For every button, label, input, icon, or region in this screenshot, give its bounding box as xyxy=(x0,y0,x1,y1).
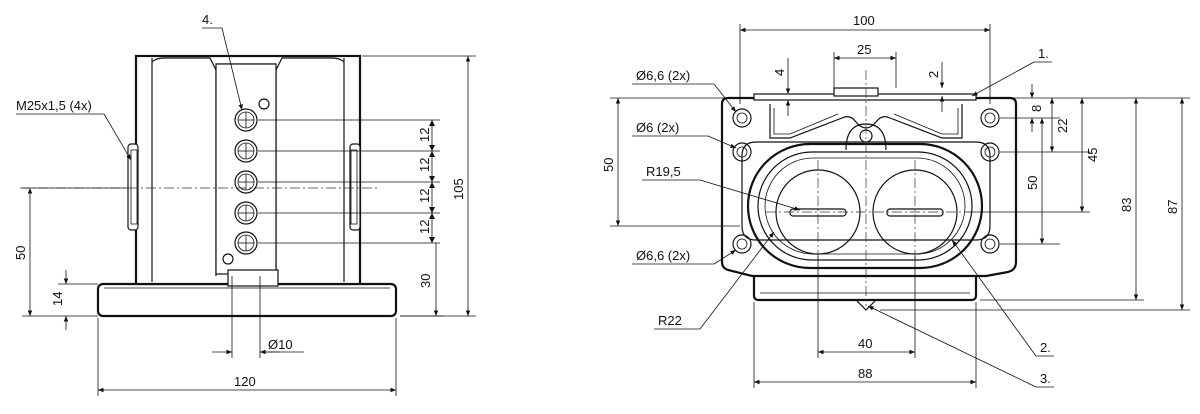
terminal-hole xyxy=(234,201,258,225)
obround-outer xyxy=(746,142,984,270)
mount-hole xyxy=(980,108,1000,128)
base-thickness-dim: 14 xyxy=(50,292,65,306)
overall-width-dim: 120 xyxy=(234,374,256,389)
hole-diameter-dim: Ø10 xyxy=(268,337,293,352)
pitch-dim-3: 12 xyxy=(417,189,432,203)
radius-inner-callout: R19,5 xyxy=(646,164,681,179)
front-view: 12 12 12 12 30 105 50 14 120 Ø10 xyxy=(13,12,476,396)
hole-callout-mid: Ø6 (2x) xyxy=(636,120,679,135)
terminal-hole xyxy=(234,170,258,194)
dim-4: 4 xyxy=(772,69,787,76)
callout-4: 4. xyxy=(202,12,213,27)
overall-height-dim: 105 xyxy=(451,178,466,200)
dim-2: 2 xyxy=(926,71,941,78)
hole-callout-top: Ø6,6 (2x) xyxy=(636,68,690,83)
side-width-dim: 100 xyxy=(853,13,875,28)
radius-outer-callout: R22 xyxy=(658,313,682,328)
pitch-dim-4: 12 xyxy=(417,220,432,234)
side-left-height-dim: 50 xyxy=(601,158,616,172)
dim-8: 8 xyxy=(1029,105,1044,112)
dim-83: 83 xyxy=(1119,198,1134,212)
side-view: 100 25 4 2 50 Ø6,6 (2x) Ø6 (2x) R19,5 Ø6… xyxy=(601,13,1190,388)
terminal-hole xyxy=(234,139,258,163)
pitch-dim-1: 12 xyxy=(417,128,432,142)
left-cable-gland xyxy=(127,143,139,231)
terminal-holes xyxy=(222,98,270,265)
mount-hole xyxy=(732,142,752,162)
mount-hole xyxy=(732,108,752,128)
gland-height-dim: 50 xyxy=(13,246,28,260)
terminal-hole xyxy=(234,231,258,255)
callout-3: 3. xyxy=(1040,371,1051,386)
terminal-hole xyxy=(234,108,258,132)
mount-hole xyxy=(732,234,752,254)
pitch-dim-2: 12 xyxy=(417,158,432,172)
front-base-plate xyxy=(96,282,398,318)
dim-87: 87 xyxy=(1165,200,1180,214)
callout-1: 1. xyxy=(1038,46,1049,61)
base-height-dim: 30 xyxy=(418,274,433,288)
pedal-spacing-dim: 40 xyxy=(858,336,872,351)
mount-hole xyxy=(980,142,1000,162)
dim-50-right: 50 xyxy=(1025,176,1040,190)
dim-22: 22 xyxy=(1055,119,1070,133)
hole-callout-bottom: Ø6,6 (2x) xyxy=(636,248,690,263)
right-cable-gland xyxy=(349,143,361,231)
slot-width-dim: 25 xyxy=(857,42,871,57)
mounting-holes xyxy=(732,108,1000,254)
thread-callout: M25x1,5 (4x) xyxy=(16,98,92,113)
mount-hole xyxy=(980,234,1000,254)
dim-45: 45 xyxy=(1085,148,1100,162)
base-width-dim: 88 xyxy=(858,366,872,381)
callout-2: 2. xyxy=(1040,340,1051,355)
